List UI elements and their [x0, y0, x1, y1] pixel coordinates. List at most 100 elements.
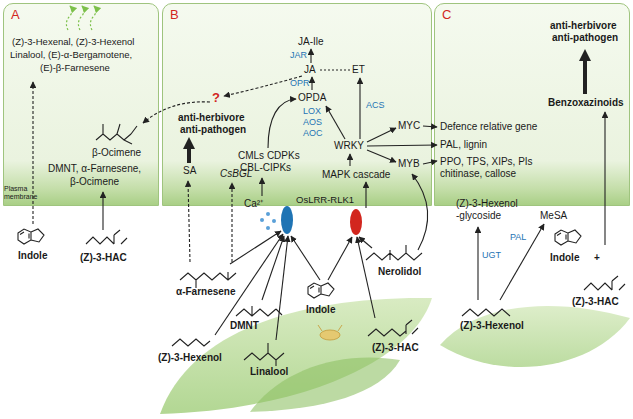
- art-circle: [272, 219, 276, 223]
- effect-label: anti-herbivore: [178, 112, 245, 124]
- art-path: [276, 236, 288, 340]
- compound-name: Indole: [18, 250, 47, 262]
- compound-name: (Z)-3-Hexenol -glycoside: [456, 198, 522, 222]
- art-path: [357, 237, 375, 318]
- art-path: [96, 124, 137, 144]
- art-use: [555, 230, 581, 245]
- gene-name: MYC: [398, 120, 420, 132]
- art-ellipse: [281, 206, 293, 234]
- enzyme-name: AOC: [303, 128, 323, 139]
- gene-name: WRKY: [334, 140, 364, 152]
- art-path: [366, 245, 422, 260]
- art-path: [310, 49, 311, 63]
- gene-name: MYB: [398, 158, 420, 170]
- compound-name: (Z)-3-HAC: [572, 296, 619, 308]
- receptor-name: OsLRR-RLK1: [296, 194, 354, 206]
- response-list: PPO, TPS, XIPs, PIs: [440, 156, 533, 168]
- compound-name: (Z)-3-Hexenol: [460, 320, 524, 332]
- compound-list: DMNT, α-Farnesene,: [48, 163, 141, 175]
- art-path: [367, 145, 437, 146]
- art-path: [326, 106, 345, 139]
- response-list: Defence relative gene: [440, 121, 537, 133]
- art-g: [33, 49, 605, 340]
- art-path: [359, 78, 360, 139]
- ion-label: Ca²⁺: [244, 198, 263, 210]
- compound-name: Benzoxazinoids: [548, 97, 624, 109]
- art-path: [368, 320, 418, 336]
- compound-name: Indole: [306, 304, 335, 316]
- art-path: [291, 236, 320, 280]
- signal-name: SA: [183, 165, 196, 177]
- effect-label: anti-pathogen: [180, 124, 246, 136]
- art-path: [215, 234, 283, 335]
- art-circle: [266, 212, 270, 216]
- enzyme-name: ACS: [366, 100, 385, 111]
- art-path: [584, 276, 625, 290]
- art-ellipse: [350, 209, 362, 235]
- compound-name: Nerolidol: [378, 266, 421, 278]
- signal-name: JA: [304, 64, 316, 76]
- panel: B: [162, 3, 432, 206]
- art-path: [477, 227, 478, 300]
- compound-name: β-Ocimene: [92, 147, 141, 159]
- art-path: [423, 126, 437, 127]
- compound-name: (Z)-3-HAC: [80, 252, 127, 264]
- art-path: [311, 77, 312, 90]
- enzyme-name: AOS: [303, 117, 322, 128]
- art-use: [18, 229, 44, 244]
- compound-list: (E)-β-Farnesene: [40, 62, 110, 74]
- enzyme-name: OPR: [290, 78, 310, 89]
- compound-name: Linalool: [250, 366, 288, 378]
- membrane-label: Plasma membrane: [4, 185, 44, 201]
- compound-name: DMNT: [230, 320, 259, 332]
- panel-letter: B: [170, 7, 179, 22]
- effect-label: anti-herbivore: [550, 20, 617, 32]
- pathway-name: MAPK cascade: [322, 169, 390, 181]
- art-g: [189, 55, 585, 163]
- art-path: [328, 237, 352, 280]
- compound-name: α-Farnesene: [176, 286, 236, 298]
- panel-letter: A: [11, 7, 20, 22]
- art-circle: [266, 226, 270, 230]
- compound-list: (Z)-3-Hexenal, (Z)-3-Hexenol: [12, 36, 134, 48]
- art-path: [187, 143, 191, 163]
- art-path: [180, 272, 236, 288]
- art-path: [359, 237, 372, 248]
- art-g: [260, 212, 276, 230]
- enzyme-name: PAL: [510, 232, 526, 243]
- art-path: [320, 69, 350, 70]
- sensor-list: CMLs CDPKs: [238, 150, 300, 162]
- compound-name: (Z)-3-HAC: [372, 342, 419, 354]
- plus-sign: +: [594, 252, 600, 264]
- art-circle: [260, 218, 264, 222]
- art-path: [268, 99, 296, 148]
- art-path: [250, 357, 400, 412]
- art-path: [367, 150, 396, 162]
- compound-name: MeSA: [540, 210, 567, 222]
- art-path: [261, 178, 262, 196]
- enzyme-name: LOX: [303, 106, 321, 117]
- enzyme-name: JAR: [290, 50, 307, 61]
- art-path: [172, 339, 210, 346]
- sensor-list: CBL-CIPKs: [240, 162, 291, 174]
- panel-letter: C: [442, 7, 451, 22]
- art-path: [423, 161, 437, 164]
- art-path: [236, 306, 282, 316]
- art-use: [308, 283, 334, 298]
- art-path: [365, 182, 366, 208]
- art-path: [440, 306, 630, 367]
- art-path: [262, 236, 284, 300]
- signal-name: ET: [352, 64, 365, 76]
- signal-name: JA-Ile: [298, 36, 324, 48]
- art-path: [462, 309, 510, 316]
- compound-list: Linalool, (E)-α-Bergamotene,: [10, 49, 132, 61]
- art-path: [66, 6, 72, 30]
- response-list: chitinase, callose: [440, 168, 516, 180]
- art-path: [349, 154, 350, 166]
- art-path: [412, 174, 428, 250]
- compound-name: Indole: [550, 252, 579, 264]
- panel: A: [3, 3, 159, 206]
- art-g: [318, 325, 342, 340]
